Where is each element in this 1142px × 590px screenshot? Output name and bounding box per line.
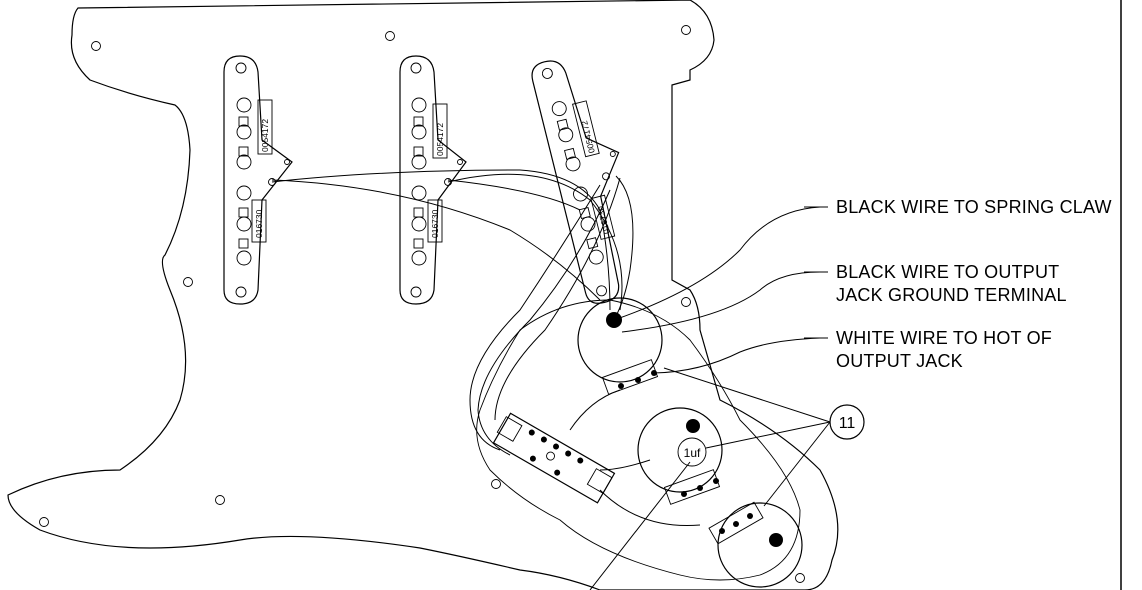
tone-pot-2 <box>708 501 803 588</box>
bridge-part-top: 0054172 <box>579 119 597 154</box>
middle-part-top: 0054172 <box>435 123 445 156</box>
screw-holes <box>39 25 805 583</box>
leader-lines <box>589 206 831 590</box>
neck-part-bottom: 016730 <box>254 209 264 238</box>
neck-part-top: 0054172 <box>260 119 270 152</box>
callout-spring-claw: BLACK WIRE TO SPRING CLAW <box>836 197 1112 217</box>
middle-part-bottom: 016730 <box>430 209 440 238</box>
control-cavity-outline <box>476 299 801 581</box>
five-way-switch <box>492 412 616 504</box>
internal-wires <box>271 169 701 527</box>
capacitor: 1uf <box>677 437 707 467</box>
capacitor-label: 1uf <box>684 446 701 460</box>
callout-output-hot-line2: OUTPUT JACK <box>836 351 963 371</box>
item-number-label: 11 <box>839 415 856 432</box>
callout-output-hot-line1: WHITE WIRE TO HOT OF <box>836 328 1052 348</box>
item-number-bubble: 11 <box>829 404 865 440</box>
tone-pot-1 <box>637 407 723 505</box>
callout-output-ground-line2: JACK GROUND TERMINAL <box>836 285 1067 305</box>
pickguard-outline <box>7 0 839 590</box>
callout-output-ground-line1: BLACK WIRE TO OUTPUT <box>836 262 1059 282</box>
